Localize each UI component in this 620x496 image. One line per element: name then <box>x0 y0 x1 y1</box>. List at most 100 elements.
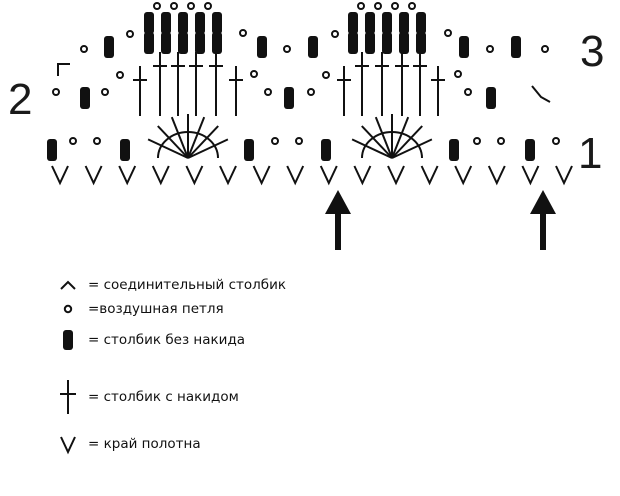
single-crochet-icon <box>144 32 154 54</box>
single-crochet-icon <box>348 32 358 54</box>
double-crochet-icon <box>209 52 223 116</box>
single-crochet-icon <box>511 36 521 58</box>
legend-item-double-crochet: = столбик с накидом <box>48 378 239 416</box>
chart-row-2 <box>52 52 551 116</box>
chart-row-1 <box>47 114 560 161</box>
chart-row-3 <box>80 2 549 58</box>
single-crochet-icon <box>195 12 205 34</box>
legend-label: = соединительный столбик <box>88 277 287 293</box>
chain-stitch-icon <box>69 137 77 145</box>
single-crochet-icon <box>416 32 426 54</box>
row-number-1: 1 <box>578 129 603 178</box>
single-crochet-icon <box>525 139 535 161</box>
single-crochet-icon <box>212 32 222 54</box>
chain-stitch-icon <box>239 29 247 37</box>
single-crochet-icon <box>195 32 205 54</box>
chain-stitch-icon <box>153 2 161 10</box>
chain-stitch-icon <box>187 2 195 10</box>
chain-stitch-icon <box>295 137 303 145</box>
slip-stitch-icon <box>531 85 551 103</box>
double-crochet-icon <box>133 66 147 116</box>
chain-stitch-icon <box>322 71 330 79</box>
edge-v-icon <box>84 165 103 186</box>
legend-item-slip-stitch: = соединительный столбик <box>48 271 286 299</box>
dc-fan <box>147 114 229 159</box>
single-crochet-icon <box>382 32 392 54</box>
chain-stitch-icon <box>116 71 124 79</box>
single-crochet-icon <box>399 32 409 54</box>
single-crochet-icon <box>144 12 154 34</box>
chain-stitch-icon <box>374 2 382 10</box>
double-crochet-icon <box>413 52 427 116</box>
slip-stitch-icon <box>57 63 70 76</box>
legend-item-edge: = край полотна <box>48 430 201 458</box>
edge-v-icon <box>454 165 473 186</box>
edge-v-icon <box>185 165 204 186</box>
legend-item-chain-stitch: =воздушная петля <box>48 295 224 323</box>
chain-stitch-icon <box>391 2 399 10</box>
legend-label: = столбик без накида <box>88 332 246 348</box>
edge-v-icon <box>387 165 405 186</box>
row-number-3: 3 <box>580 27 605 76</box>
single-crochet-icon <box>120 139 130 161</box>
chain-stitch-icon <box>357 2 365 10</box>
edge-v-icon <box>48 430 88 458</box>
chain-stitch-icon <box>264 88 272 96</box>
single-crochet-icon <box>104 36 114 58</box>
repeat-arrows <box>325 190 556 250</box>
chain-stitch-icon <box>283 45 291 53</box>
single-crochet-icon <box>257 36 267 58</box>
single-crochet-icon <box>348 12 358 34</box>
single-crochet-icon <box>321 139 331 161</box>
edge-row <box>51 165 573 186</box>
single-crochet-icon <box>80 87 90 109</box>
chain-stitch-icon <box>170 2 178 10</box>
chain-stitch-icon <box>204 2 212 10</box>
double-crochet-icon <box>375 52 389 116</box>
chain-stitch-icon <box>52 88 60 96</box>
single-crochet-icon <box>382 12 392 34</box>
double-crochet-icon <box>395 52 409 116</box>
single-crochet-icon <box>308 36 318 58</box>
edge-v-icon <box>555 165 573 186</box>
legend-item-single-crochet: = столбик без накида <box>48 326 245 354</box>
single-crochet-icon <box>365 32 375 54</box>
legend-label: = столбик с накидом <box>88 389 239 405</box>
chain-stitch-icon <box>552 137 560 145</box>
chain-stitch-icon <box>486 45 494 53</box>
single-crochet-icon <box>365 12 375 34</box>
single-crochet-icon <box>48 326 88 354</box>
edge-v-icon <box>219 165 237 186</box>
chain-stitch-icon <box>408 2 416 10</box>
double-crochet-icon <box>431 66 445 116</box>
arrow-up-icon <box>325 190 351 250</box>
dc-fan <box>351 114 433 159</box>
legend-label: = край полотна <box>88 436 201 452</box>
edge-v-icon <box>252 165 271 186</box>
chain-stitch-icon <box>307 88 315 96</box>
arrow-up-icon <box>530 190 556 250</box>
single-crochet-icon <box>47 139 57 161</box>
edge-v-icon <box>319 165 338 186</box>
single-crochet-icon <box>399 12 409 34</box>
double-crochet-icon <box>171 52 185 116</box>
chain-stitch-icon <box>126 30 134 38</box>
single-crochet-icon <box>284 87 294 109</box>
single-crochet-icon <box>161 12 171 34</box>
edge-v-icon <box>353 165 372 186</box>
single-crochet-icon <box>244 139 254 161</box>
chain-stitch-icon <box>473 137 481 145</box>
edge-v-icon <box>286 165 305 186</box>
single-crochet-icon <box>486 87 496 109</box>
chain-stitch-icon <box>541 45 549 53</box>
row-number-2: 2 <box>8 75 33 124</box>
chain-stitch-icon <box>80 45 88 53</box>
single-crochet-icon <box>161 32 171 54</box>
chain-stitch-icon <box>444 29 452 37</box>
edge-v-icon <box>118 165 137 186</box>
double-crochet-icon <box>355 52 369 116</box>
single-crochet-icon <box>416 12 426 34</box>
chain-stitch-icon <box>271 137 279 145</box>
slip-stitch-icon <box>48 271 88 299</box>
double-crochet-icon <box>189 52 203 116</box>
